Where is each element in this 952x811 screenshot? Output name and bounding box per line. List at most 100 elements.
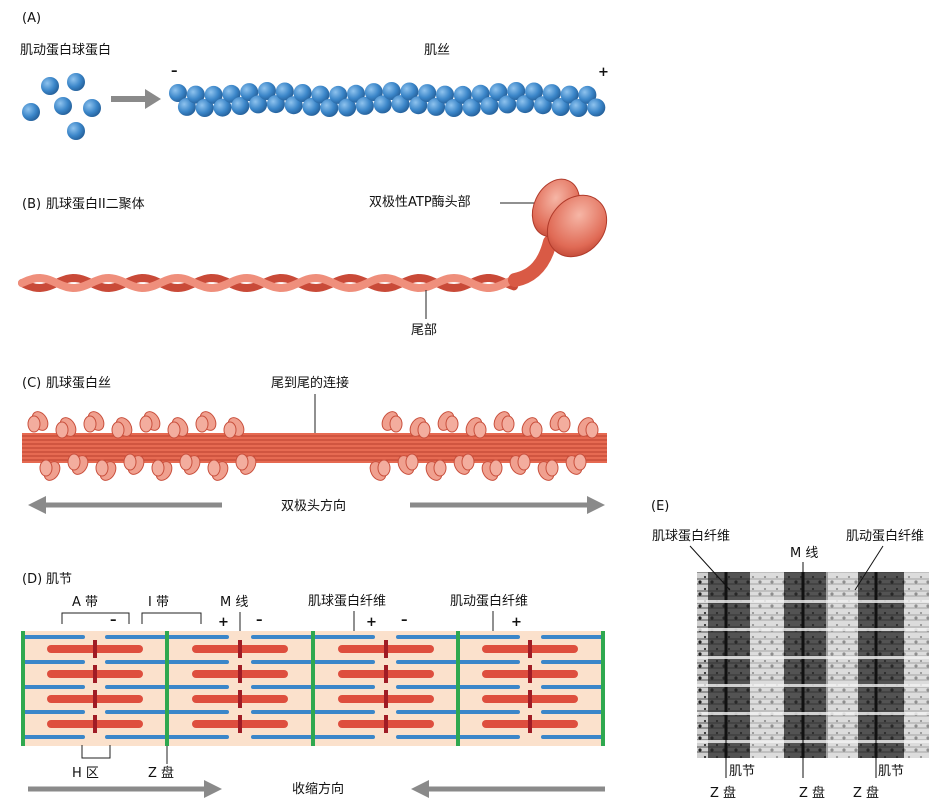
micrograph-bands (697, 572, 929, 758)
actin-subunit (320, 99, 339, 117)
actin-thin-filament (458, 710, 520, 714)
actin-subunit (542, 84, 561, 103)
a-band-dark (858, 572, 904, 758)
myosin-head (546, 194, 608, 258)
actin-thin-filament (313, 685, 375, 689)
actin-thin-filament (23, 660, 85, 664)
m-line (384, 690, 388, 708)
myosin-head (389, 415, 403, 433)
myosin-head (151, 459, 165, 477)
panel-e-letter: (E) (651, 499, 669, 514)
filament-plus-end: + (598, 65, 609, 80)
em-m-line-label: M 线 (790, 546, 818, 561)
myosin-head (55, 421, 69, 439)
actin-thin-filament (23, 735, 85, 739)
actin-thin-filament (251, 710, 313, 714)
actin-thin-filament (458, 635, 520, 639)
myosin-head (417, 421, 431, 439)
actin-subunit (213, 98, 232, 117)
m-line (238, 640, 242, 658)
actin-thin-filament (458, 660, 520, 664)
z-disc (21, 631, 25, 746)
actin-thin-filament (313, 635, 375, 639)
z-line (874, 572, 878, 758)
panel-d-letter: (D) (22, 572, 42, 587)
myosin-head (489, 459, 503, 477)
actin-subunit (587, 98, 606, 117)
actin-subunit (169, 84, 187, 102)
em-myosin-leader (689, 545, 731, 591)
myosin-head (207, 459, 221, 477)
actin-thin-filament (251, 735, 313, 739)
actin-thin-filament (541, 660, 603, 664)
actin-subunit (551, 98, 570, 116)
contraction-direction-label: 收缩方向 (292, 781, 344, 797)
actin-monomer (67, 73, 85, 91)
myosin-head (445, 415, 459, 433)
actin-subunit (569, 99, 588, 117)
actin-thin-filament (396, 685, 458, 689)
i-band-bracket (141, 612, 202, 624)
actin-subunit (195, 99, 214, 117)
myosin-head (473, 421, 487, 439)
polymerization-arrow (111, 89, 161, 109)
actin-thin-filament (251, 635, 313, 639)
a-band-dark (784, 572, 828, 758)
actin-subunit (329, 85, 348, 104)
em-z-disc-label: Z 盘 (710, 785, 736, 801)
actin-subunit (266, 95, 285, 114)
m-line (93, 640, 97, 658)
em-z-disc-label: Z 盘 (799, 785, 825, 801)
actin-thin-filament (105, 710, 167, 714)
actin-thin-filament (313, 710, 375, 714)
actin-subunit (560, 85, 579, 104)
em-sarcomere-label: 肌节 (878, 764, 904, 779)
tail-strand-b (18, 273, 518, 293)
m-line (238, 690, 242, 708)
myosin-head (573, 453, 587, 471)
actin-thin-filament (23, 710, 85, 714)
actin-thin-filament (541, 710, 603, 714)
myosin-head (461, 453, 475, 471)
myosin-head (179, 453, 193, 471)
actin-subunit (231, 97, 250, 115)
i-band-light (750, 572, 784, 758)
z-line (801, 572, 805, 758)
m-line-label: M 线 (220, 595, 248, 610)
z-disc (601, 631, 605, 746)
a-band-bracket (61, 612, 130, 624)
minus-sign: – (256, 613, 263, 628)
myosin-head (377, 459, 391, 477)
actin-thin-filament (541, 635, 603, 639)
actin-subunit (525, 82, 543, 101)
minus-sign: – (110, 613, 117, 628)
bipolar-direction-arrows (28, 496, 605, 514)
panel-d: (D) 肌节 A 带 I 带 M 线 肌球蛋白纤维 肌动蛋白纤维 – + – +… (21, 572, 605, 798)
actin-subunit (400, 82, 419, 101)
myofibril-boundary (697, 600, 929, 603)
tail-to-tail-label: 尾到尾的连接 (271, 375, 349, 391)
actin-thin-filament (396, 710, 458, 714)
contraction-arrows (28, 780, 605, 798)
m-line (93, 665, 97, 683)
myosin-head (529, 421, 543, 439)
em-sarcomere-label: 肌节 (729, 764, 755, 779)
actin-thin-filament (105, 635, 167, 639)
z-disc (311, 631, 315, 746)
sarcomere-diagram (21, 631, 605, 746)
i-band-light (826, 572, 858, 758)
panel-c-letter: (C) (22, 376, 41, 391)
panel-b: (B) 肌球蛋白II二聚体 双极性ATP酶头部 尾部 (18, 178, 608, 338)
minus-sign: – (401, 613, 408, 628)
filament-minus-end: – (171, 64, 178, 79)
actin-monomers (22, 73, 101, 140)
actin-thin-filament (313, 735, 375, 739)
z-disc (456, 631, 460, 746)
actin-subunit (355, 96, 374, 115)
actin-thin-filament (458, 735, 520, 739)
myosin-head (83, 415, 97, 433)
m-line (238, 715, 242, 733)
m-line (528, 690, 532, 708)
actin-subunit (275, 82, 294, 101)
